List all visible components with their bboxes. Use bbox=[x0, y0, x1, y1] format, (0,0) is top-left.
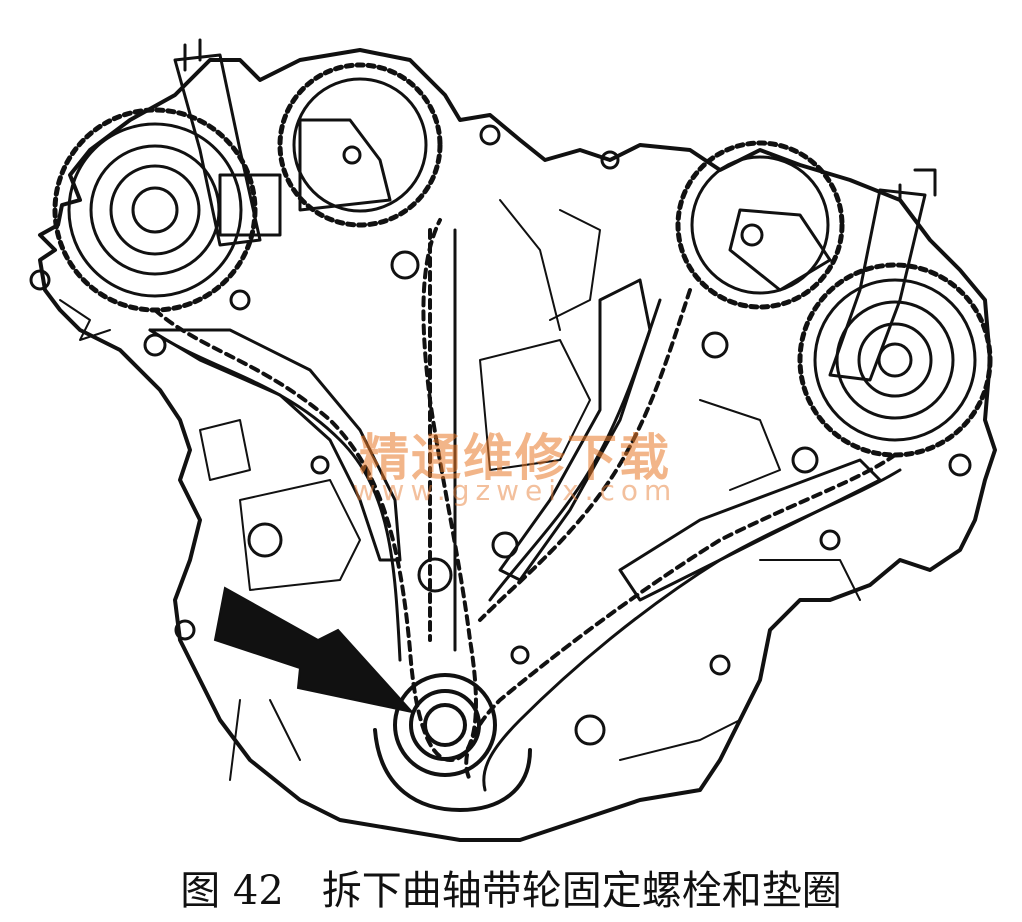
figure-caption: 图 42 拆下曲轴带轮固定螺栓和垫圈 bbox=[0, 858, 1022, 918]
right-intake-sprocket bbox=[675, 140, 845, 310]
crankshaft-sprocket bbox=[373, 673, 532, 812]
block-details bbox=[59, 199, 861, 781]
arrow-icon bbox=[213, 586, 415, 714]
engine-block-outline bbox=[38, 48, 997, 842]
left-intake-sprocket bbox=[277, 62, 443, 228]
left-tensioner bbox=[173, 38, 282, 247]
right-cam-sprocket bbox=[797, 262, 993, 458]
timing-chain-diagram bbox=[29, 38, 997, 842]
bolt-holes bbox=[29, 124, 972, 746]
right-tensioner bbox=[828, 168, 937, 382]
caption-text: 拆下曲轴带轮固定螺栓和垫圈 bbox=[321, 868, 842, 914]
caption-number: 图 42 bbox=[180, 868, 284, 914]
left-cam-sprocket bbox=[52, 107, 258, 313]
chain-guides bbox=[148, 278, 882, 602]
timing-chains bbox=[148, 218, 902, 792]
